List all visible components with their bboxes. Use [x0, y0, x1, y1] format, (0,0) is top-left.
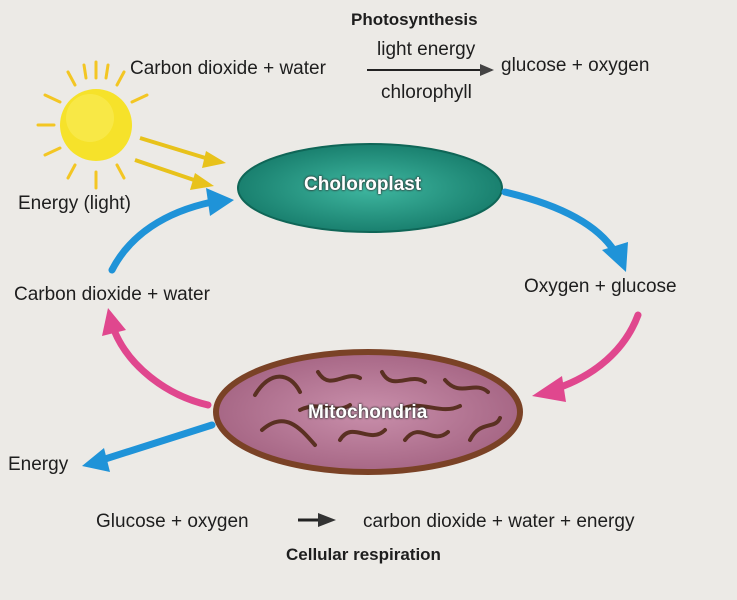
chloroplast-label: Choloroplast: [304, 174, 422, 195]
photosynthesis-condition-bottom: chlorophyll: [381, 82, 472, 103]
energy-out-label: Energy: [8, 454, 69, 475]
light-arrows: [134, 136, 226, 190]
arrow-chloroplast-to-oxygen: [501, 188, 628, 272]
energy-light-label: Energy (light): [18, 193, 131, 214]
mitochondria-organelle: [213, 349, 523, 475]
photosynthesis-reactants: Carbon dioxide + water: [130, 58, 326, 79]
arrow-mitochondria-to-energy: [82, 421, 216, 472]
oxygen-glucose-label: Oxygen + glucose: [524, 276, 677, 297]
sun-icon: [36, 60, 149, 190]
chloroplast-organelle: [237, 143, 503, 233]
photosynthesis-title: Photosynthesis: [351, 10, 478, 29]
mitochondria-label: Mitochondria: [308, 402, 428, 423]
reaction-arrow-photosynthesis: [367, 64, 494, 76]
respiration-reactants: Glucose + oxygen: [96, 511, 249, 532]
photosynthesis-condition-top: light energy: [377, 39, 476, 60]
arrow-co2-to-chloroplast: [108, 188, 234, 274]
arrow-oxygen-to-mitochondria: [532, 311, 642, 402]
photosynthesis-products: glucose + oxygen: [501, 55, 650, 76]
carbon-dioxide-water-label: Carbon dioxide + water: [14, 284, 210, 305]
reaction-arrow-respiration: [298, 513, 336, 527]
arrow-mitochondria-to-co2: [102, 308, 212, 409]
respiration-title: Cellular respiration: [286, 545, 441, 564]
respiration-products: carbon dioxide + water + energy: [363, 511, 635, 532]
